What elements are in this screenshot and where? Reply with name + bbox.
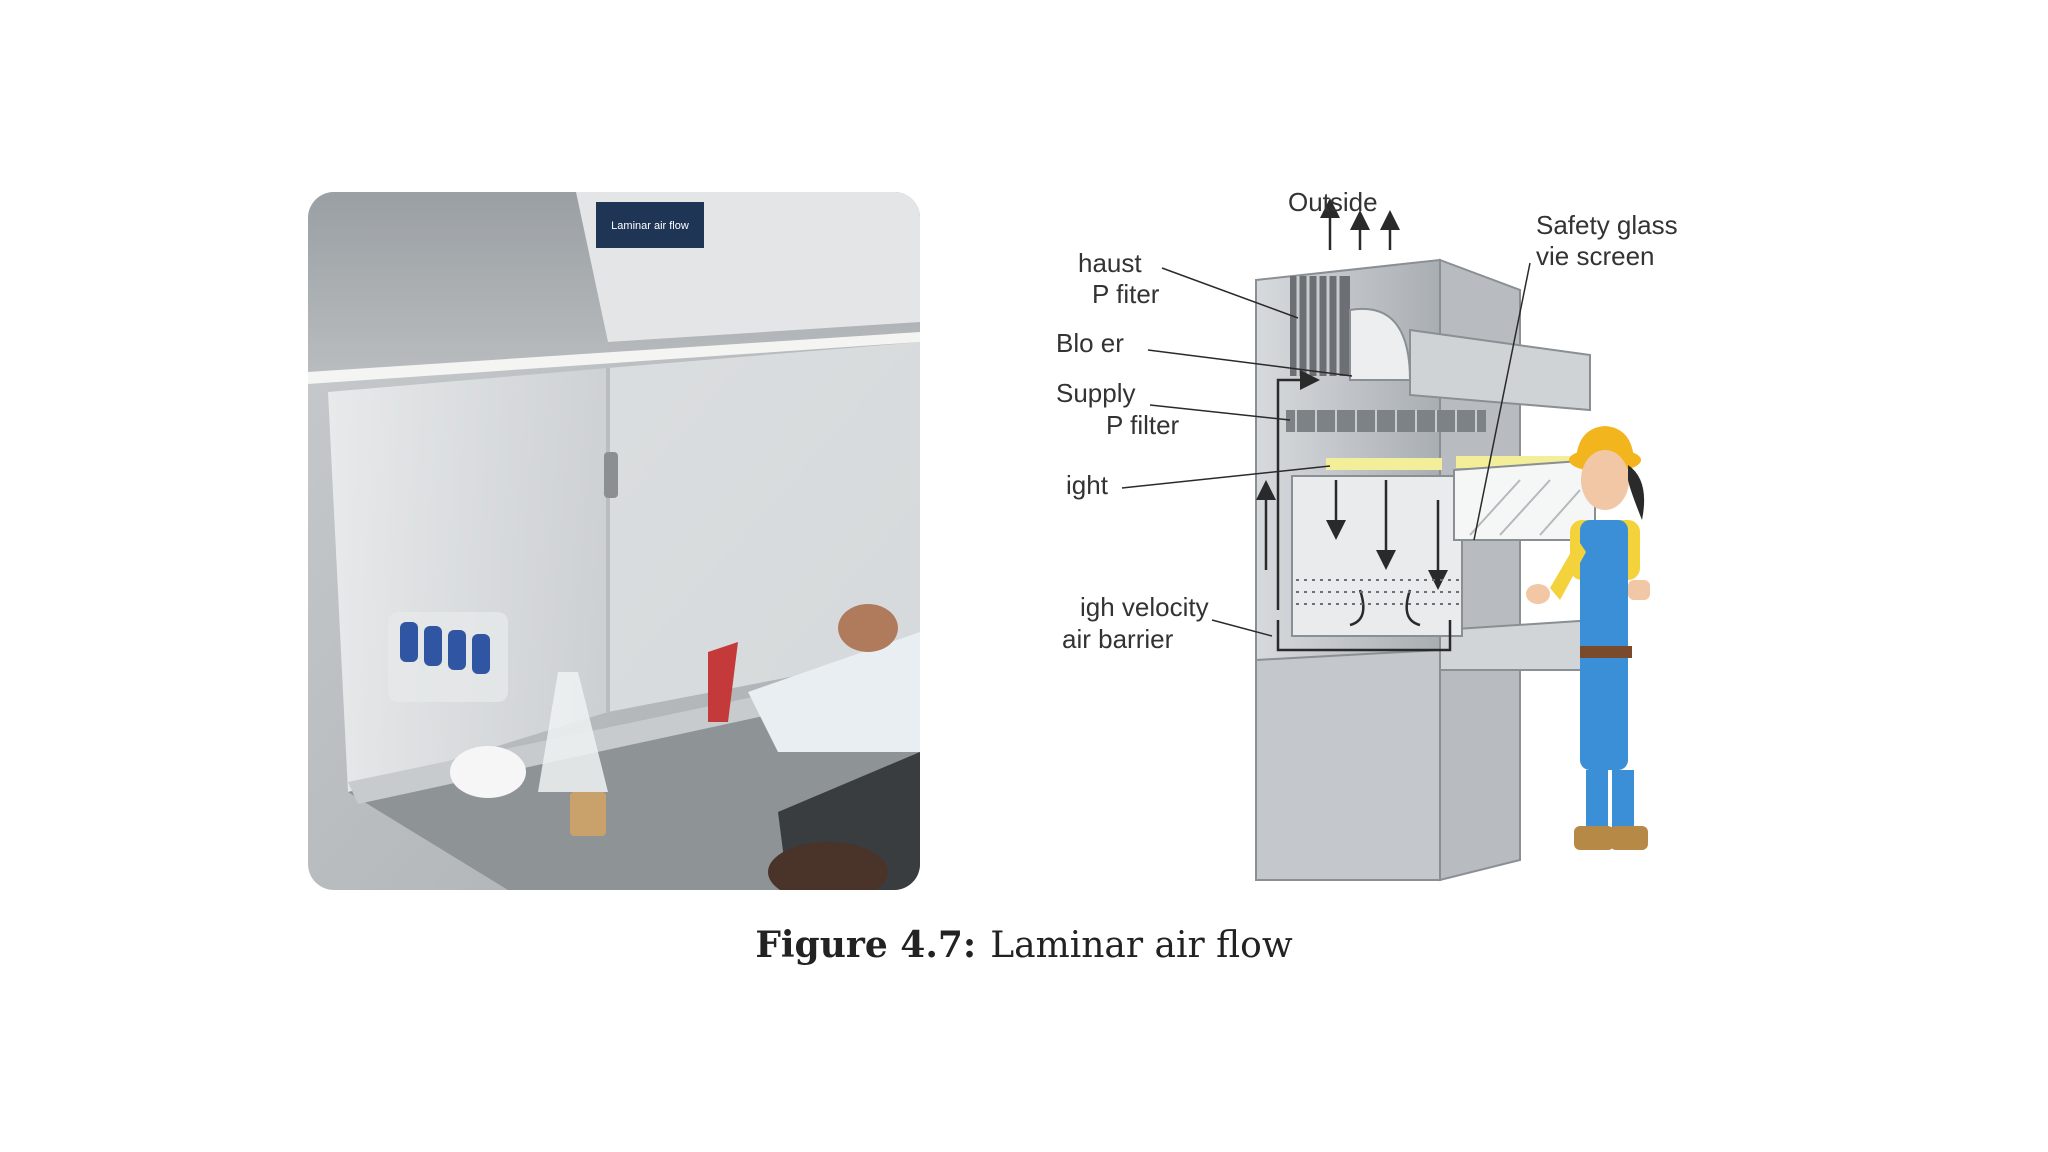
cabinet-sign-text: Laminar air flow [611, 220, 689, 232]
label-supply-filter: P filter [1106, 410, 1180, 440]
scientist-arm [708, 604, 920, 890]
label-exhaust: haust [1078, 248, 1142, 278]
pipette-rack [388, 612, 508, 702]
label-high-velocity: igh velocity [1080, 592, 1209, 622]
work-chamber [1291, 475, 1463, 637]
label-outside: Outside [1288, 187, 1378, 217]
label-safety-glass: Safety glass [1536, 210, 1678, 240]
air-barrier-dots [1296, 579, 1460, 605]
supply-hepa-filter [1286, 410, 1486, 432]
label-light: ight [1066, 470, 1109, 500]
laminar-flow-photo: Laminar air flow [308, 192, 920, 890]
glass-flasks [450, 672, 608, 836]
light-bar [1326, 458, 1442, 470]
lab-worker-figure [1526, 426, 1650, 850]
laminar-flow-diagram: Outside Safety glass vie screen haust P … [1030, 180, 1730, 920]
label-blower: Blo er [1056, 328, 1124, 358]
label-exhaust-filter: P fiter [1092, 279, 1160, 309]
airflow-arrows [1256, 198, 1452, 652]
label-air-barrier: air barrier [1062, 624, 1174, 654]
cabinet-sign: Laminar air flow [596, 202, 704, 248]
exhaust-hepa-filter [1290, 276, 1350, 376]
blower [1349, 307, 1591, 412]
figure-number: Figure 4.7: [755, 924, 977, 966]
label-supply: Supply [1056, 378, 1136, 408]
leader-lines [1121, 262, 1531, 637]
figure-caption: Figure 4.7: Laminar air flow [0, 924, 2048, 966]
figure-title: Laminar air flow [990, 925, 1293, 966]
label-view-screen: vie screen [1536, 241, 1655, 271]
